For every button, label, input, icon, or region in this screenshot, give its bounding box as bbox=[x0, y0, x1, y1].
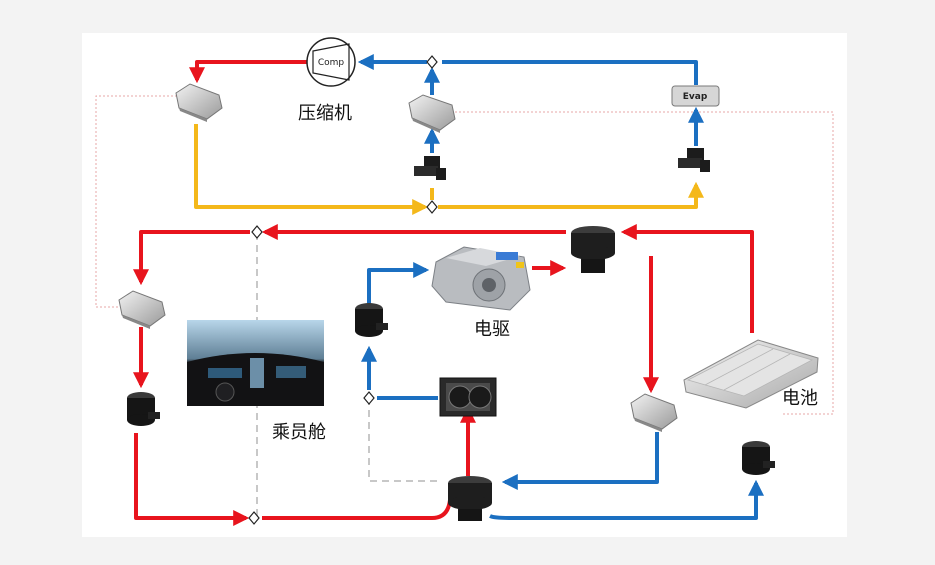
pump-cabin bbox=[127, 392, 160, 426]
junction-diamond bbox=[251, 225, 263, 239]
cabin-photo bbox=[187, 320, 324, 406]
compressor: Comp bbox=[306, 37, 356, 87]
dashed-bypass-horizontal bbox=[368, 398, 440, 482]
coolant-loops bbox=[133, 224, 764, 526]
expansion-valve-evap bbox=[678, 148, 710, 172]
dotted-link-left bbox=[95, 95, 185, 308]
multiway-valve-top bbox=[571, 226, 615, 273]
evaporator-box bbox=[671, 85, 720, 107]
pipe-drive-pump-to-drive bbox=[367, 262, 430, 304]
multiway-valve-bottom bbox=[448, 476, 492, 521]
evaporator: Evap bbox=[671, 85, 720, 107]
expansion-valve-chiller bbox=[414, 156, 446, 180]
evaporator-badge: Evap bbox=[683, 92, 708, 102]
battery-pack bbox=[683, 339, 819, 409]
cabin-label: 乘员舱 bbox=[272, 422, 326, 443]
dotted-links bbox=[95, 95, 834, 517]
pump-battery bbox=[742, 441, 775, 475]
pipe-bottom-valve-to-battery-pump bbox=[489, 479, 764, 520]
pipe-battery-to-top-valve bbox=[620, 224, 754, 333]
dotted-link-right bbox=[455, 111, 834, 415]
pump-drive bbox=[355, 303, 388, 337]
condenser-module bbox=[175, 83, 223, 122]
drive-label: 电驱 bbox=[474, 319, 510, 340]
pipe-chiller2-to-bottom-valve bbox=[501, 432, 659, 490]
compressor-label: 压缩机 bbox=[298, 103, 352, 124]
battery-label: 电池 bbox=[782, 388, 818, 409]
chiller-module bbox=[408, 94, 456, 133]
junction-diamond bbox=[363, 391, 375, 405]
heater-module bbox=[118, 290, 166, 329]
compressor-badge: Comp bbox=[318, 58, 345, 68]
pipe-pump-to-bottom bbox=[134, 433, 250, 526]
battery-chiller-module bbox=[630, 393, 678, 432]
pipe-evap-to-junction bbox=[442, 60, 698, 85]
junction-diamond bbox=[248, 511, 260, 525]
compressor-wedge bbox=[312, 43, 350, 81]
junction-diamond bbox=[426, 200, 438, 214]
junctions bbox=[248, 55, 438, 525]
pipe-junction-to-evap-valve bbox=[438, 181, 704, 209]
junction-diamond bbox=[426, 55, 438, 69]
pipe-comp-to-condenser bbox=[189, 60, 307, 84]
radiator bbox=[439, 377, 497, 417]
refrigerant-loop bbox=[189, 54, 704, 215]
pipe-condenser-to-junction bbox=[194, 124, 429, 215]
electric-drive-unit bbox=[431, 246, 531, 311]
pipe-cabin-junction-to-heater bbox=[133, 230, 250, 286]
